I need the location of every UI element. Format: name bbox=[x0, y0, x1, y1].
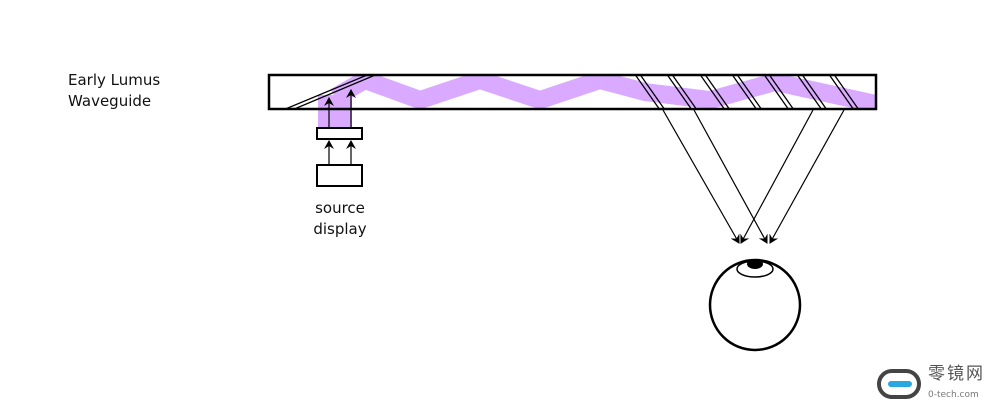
logo-text-en: 0-tech.com bbox=[928, 390, 979, 400]
partial-reflector bbox=[768, 75, 794, 108]
waveguide-label: Early Lumus Waveguide bbox=[68, 70, 160, 112]
partial-reflector bbox=[639, 75, 665, 108]
source-line-1: source bbox=[315, 199, 365, 217]
eye-icon bbox=[708, 258, 802, 352]
logo-text-cn: 零镜网 bbox=[928, 364, 985, 384]
source-display-box bbox=[316, 164, 363, 187]
waveguide-slab bbox=[267, 73, 878, 111]
partial-reflector bbox=[671, 75, 697, 108]
partial-reflector bbox=[796, 75, 822, 108]
partial-reflector bbox=[763, 75, 789, 108]
partial-reflector bbox=[666, 75, 692, 108]
partial-reflector bbox=[833, 75, 859, 108]
source-display-label: source display bbox=[300, 198, 380, 240]
partial-reflector bbox=[704, 75, 730, 108]
partial-reflector bbox=[699, 75, 725, 108]
partial-reflector-array bbox=[634, 75, 859, 108]
output-rays bbox=[662, 109, 845, 244]
logo-icon bbox=[877, 369, 921, 399]
left-coupling-mirror bbox=[286, 75, 377, 108]
source-arrows bbox=[324, 89, 356, 165]
source-line-2: display bbox=[313, 220, 367, 238]
title-line-1: Early Lumus bbox=[68, 71, 161, 89]
partial-reflector bbox=[736, 75, 762, 108]
collimating-lens bbox=[316, 127, 363, 140]
partial-reflector bbox=[801, 75, 827, 108]
partial-reflector bbox=[731, 75, 757, 108]
partial-reflector bbox=[828, 75, 854, 108]
title-line-2: Waveguide bbox=[68, 92, 152, 110]
partial-reflector bbox=[634, 75, 660, 108]
light-zigzag bbox=[330, 75, 875, 108]
watermark-logo: 零镜网 0-tech.com bbox=[876, 364, 1000, 403]
